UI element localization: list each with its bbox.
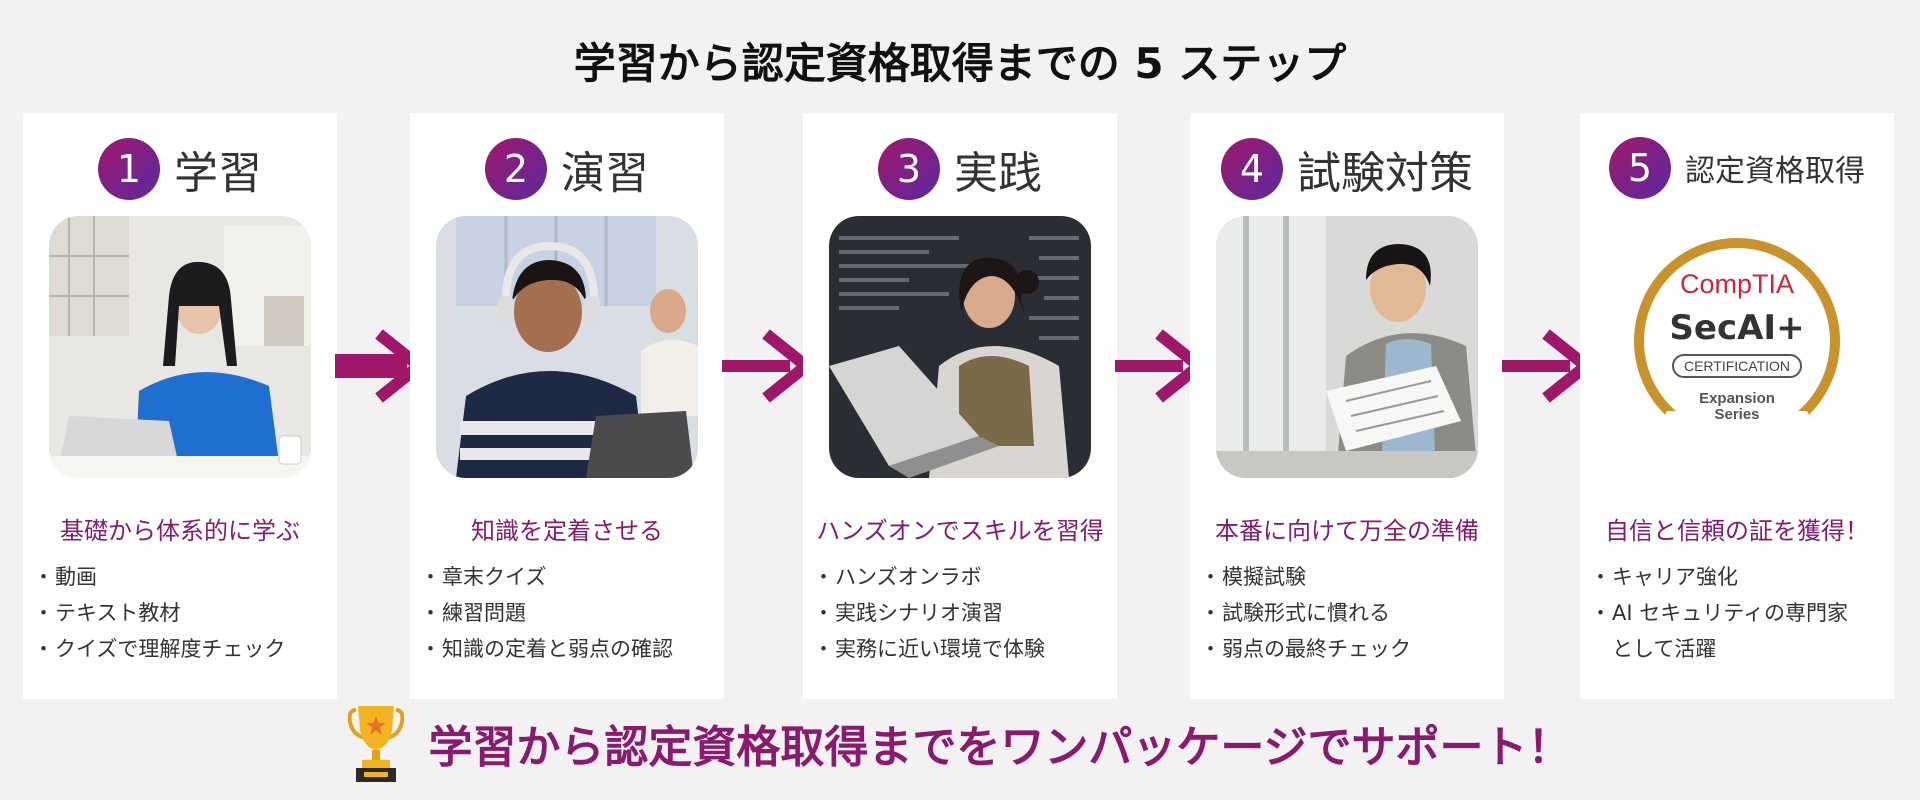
badge-series-text: Expansion (1699, 390, 1775, 407)
footer-banner: 学習から認定資格取得までをワンパッケージでサポート！ (0, 702, 1920, 784)
list-item: 実務に近い環境で体験 (813, 631, 1107, 667)
step-card-1: 1 学習 基礎から体系的に学ぶ 動画 テキスト教材 クイズで理解度チェック (23, 113, 337, 699)
step-subtitle: 基礎から体系的に学ぶ (60, 517, 300, 545)
step-number-badge: 5 (1609, 137, 1671, 199)
arrow-right-icon (1502, 329, 1590, 403)
certification-badge: CompTIA SecAI+ CERTIFICATION Expansion S… (1634, 238, 1840, 451)
arrow-right-icon (722, 329, 810, 403)
step-photo-exam-prep (1216, 216, 1478, 478)
step-name: 演習 (561, 148, 649, 199)
step-subtitle: 知識を定着させる (471, 517, 663, 545)
step-card-4: 4 試験対策 本番に向けて万全の準備 模擬試験 試験形式に慣れる 弱点の最終チェ… (1190, 113, 1504, 699)
list-item: 模擬試験 (1200, 559, 1494, 595)
list-item: 弱点の最終チェック (1200, 631, 1494, 667)
step-name: 認定資格取得 (1685, 154, 1865, 189)
step-header: 2 演習 (410, 137, 724, 201)
step-header: 5 認定資格取得 (1580, 137, 1894, 199)
badge-brand-text: CompTIA (1680, 269, 1794, 299)
list-item: キャリア強化 (1590, 559, 1884, 595)
step-subtitle: ハンズオンでスキルを習得 (816, 517, 1104, 545)
step-subtitle: 自信と信頼の証を獲得！ (1605, 517, 1869, 545)
page-title: 学習から認定資格取得までの 5 ステップ (573, 39, 1347, 88)
trophy-icon (348, 706, 405, 782)
step-bullet-list: ハンズオンラボ 実践シナリオ演習 実務に近い環境で体験 (813, 559, 1107, 667)
list-item: 実践シナリオ演習 (813, 595, 1107, 631)
list-item: ハンズオンラボ (813, 559, 1107, 595)
list-item: 知識の定着と弱点の確認 (420, 631, 714, 667)
step-card-3: 3 実践 ハンズオンでスキルを習得 ハンズオンラボ 実践シナリオ演習 実務に近い… (803, 113, 1117, 699)
step-bullet-list: キャリア強化 AI セキュリティの専門家 として活躍 (1590, 559, 1884, 667)
step-name: 試験対策 (1297, 148, 1473, 199)
step-number-badge: 2 (485, 138, 547, 200)
badge-series-text: Series (1714, 406, 1759, 423)
step-header: 1 学習 (23, 137, 337, 201)
step-number-badge: 4 (1221, 138, 1283, 200)
step-header: 3 実践 (803, 137, 1117, 201)
list-item: クイズで理解度チェック (33, 631, 327, 667)
step-card-2: 2 演習 知識を定着させる 章末クイズ 練習問題 知識の定着と弱点の確認 (410, 113, 724, 699)
step-subtitle: 本番に向けて万全の準備 (1215, 517, 1479, 545)
list-item: として活躍 (1612, 637, 1717, 661)
list-item: 練習問題 (420, 595, 714, 631)
step-number-badge: 3 (878, 138, 940, 200)
list-item: テキスト教材 (33, 595, 327, 631)
step-header: 4 試験対策 (1190, 137, 1504, 201)
step-name: 学習 (174, 148, 262, 199)
list-item: 動画 (33, 559, 327, 595)
badge-product-text: SecAI+ (1669, 308, 1804, 348)
step-photo-practice (436, 216, 698, 478)
step-bullet-list: 章末クイズ 練習問題 知識の定着と弱点の確認 (420, 559, 714, 667)
badge-type-text: CERTIFICATION (1684, 358, 1790, 374)
list-item: 章末クイズ (420, 559, 714, 595)
step-card-5: 5 認定資格取得 CompTIA SecAI+ CERTIFICATION Ex… (1580, 113, 1894, 699)
step-name: 実践 (954, 148, 1042, 199)
footer-message: 学習から認定資格取得までをワンパッケージでサポート！ (428, 722, 1572, 773)
list-item: AI セキュリティの専門家 (1590, 595, 1884, 631)
step-photo-handson (829, 216, 1091, 478)
step-number-badge: 1 (98, 138, 160, 200)
list-item: 試験形式に慣れる (1200, 595, 1494, 631)
step-photo-learning (49, 216, 311, 478)
step-bullet-list: 模擬試験 試験形式に慣れる 弱点の最終チェック (1200, 559, 1494, 667)
step-bullet-list: 動画 テキスト教材 クイズで理解度チェック (33, 559, 327, 667)
